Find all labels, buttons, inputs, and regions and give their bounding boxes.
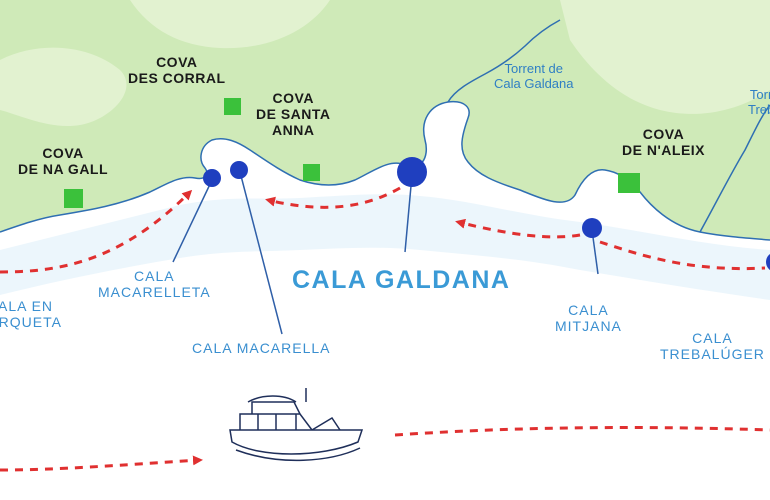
- coast-land: [0, 0, 770, 240]
- cave-marker-na-gall: [64, 189, 83, 208]
- label-cova-de-n-aleix: COVA DE N'ALEIX: [622, 126, 706, 159]
- land-patch: [130, 0, 330, 49]
- leader-cala-galdana: [404, 174, 413, 253]
- route-segment-mitjana: [455, 218, 581, 239]
- label-torrent-cala-galdana: Torrent de Cala Galdana: [494, 61, 574, 91]
- boat-route: [0, 186, 770, 472]
- beach-marker-galdana: [397, 157, 427, 187]
- leader-lines: [172, 171, 599, 335]
- label-cala-galdana: CALA GALDANA: [292, 266, 511, 294]
- route-segment-west: [0, 189, 193, 274]
- label-cova-de-santa-anna: COVA DE SANTA ANNA: [256, 90, 331, 139]
- beach-marker-mitjana: [582, 218, 602, 238]
- land-patch: [0, 47, 127, 127]
- boat-icon: [229, 388, 364, 462]
- leader-cala-macarella: [239, 171, 283, 335]
- route-segment-east: [599, 240, 766, 271]
- route-segment-return-east: [394, 426, 770, 437]
- label-cala-macarelleta: CALA MACARELLETA: [98, 268, 211, 301]
- cave-marker-n-aleix: [618, 173, 640, 193]
- label-cova-des-corral: COVA DES CORRAL: [128, 54, 226, 87]
- label-cala-mitjana: CALA MITJANA: [555, 302, 622, 335]
- label-cala-en-turqueta: CALA EN TURQUETA: [0, 298, 62, 331]
- label-cova-de-na-gall: COVA DE NA GALL: [18, 145, 109, 178]
- label-cala-trebaluger: CALA TREBALÚGER: [660, 330, 765, 363]
- cave-marker-santa-anna: [303, 164, 320, 181]
- beach-marker-macarella: [230, 161, 248, 179]
- route-segment-return-west: [0, 455, 203, 472]
- land-patch: [560, 0, 770, 114]
- beach-marker-trebaluger: [766, 254, 770, 270]
- label-torrent-trebaluger: Torrent de Trebalúger: [748, 87, 770, 117]
- leader-cala-macarelleta: [172, 179, 213, 263]
- beach-marker-macarelleta: [203, 169, 221, 187]
- coastline: [0, 100, 770, 241]
- river-torrent-cala-galdana: [447, 19, 561, 103]
- cave-marker-des-corral: [224, 98, 241, 115]
- river-torrent-trebaluger: [699, 104, 770, 233]
- label-cala-macarella: CALA MACARELLA: [192, 340, 331, 356]
